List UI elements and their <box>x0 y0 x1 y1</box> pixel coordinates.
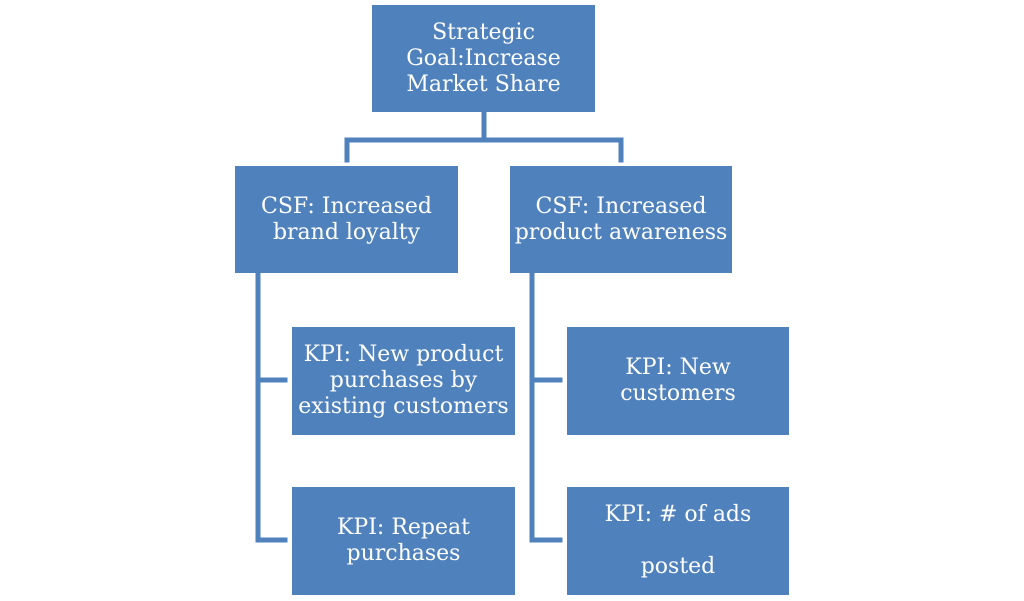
strategic-goal-box: Strategic Goal:Increase Market Share <box>372 5 595 112</box>
kpi-new-customers-box: KPI: New customers <box>567 327 789 435</box>
kpi-new-customers-label: KPI: New customers <box>620 355 736 406</box>
csf-brand-loyalty-box: CSF: Increased brand loyalty <box>235 166 458 273</box>
kpi-repeat-purchases-box: KPI: Repeat purchases <box>292 487 515 595</box>
goal-to-csf-connector <box>344 110 624 163</box>
kpi-ads-posted-box: KPI: # of ads posted <box>567 487 789 595</box>
kpi-ads-posted-label: KPI: # of ads posted <box>604 502 752 579</box>
kpi-repeat-purchases-label: KPI: Repeat purchases <box>337 515 470 566</box>
csf-product-awareness-label: CSF: Increased product awareness <box>514 193 728 245</box>
csf-product-awareness-box: CSF: Increased product awareness <box>510 166 732 273</box>
kpi-new-product-purchases-label: KPI: New product purchases by existing c… <box>298 342 509 419</box>
strategic-goal-label: Strategic Goal:Increase Market Share <box>406 19 561 97</box>
csf-brand-loyalty-label: CSF: Increased brand loyalty <box>260 193 432 245</box>
kpi-new-product-purchases-box: KPI: New product purchases by existing c… <box>292 327 515 435</box>
csf2-to-kpi-connector <box>529 272 563 543</box>
csf1-to-kpi-connector <box>255 272 288 543</box>
